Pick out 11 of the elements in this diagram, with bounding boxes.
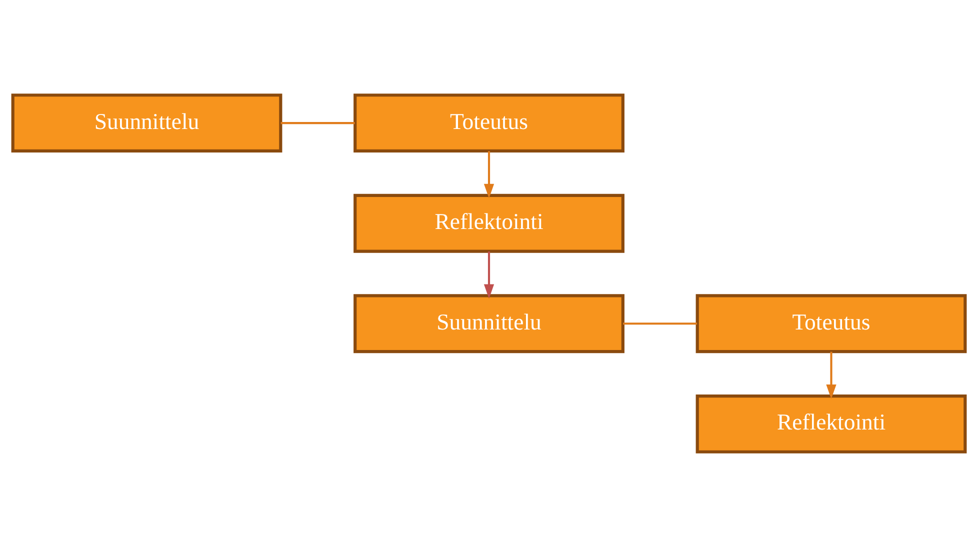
node-box: Suunnittelu: [354, 294, 624, 353]
arrow: [484, 250, 494, 298]
node-box: Reflektointi: [696, 394, 967, 453]
arrow: [826, 351, 836, 399]
connector: [280, 122, 355, 124]
node-box: Toteutus: [354, 93, 624, 152]
node-box: Reflektointi: [354, 193, 624, 252]
node-box: Suunnittelu: [11, 93, 282, 152]
arrow: [484, 150, 494, 198]
connector: [623, 322, 698, 324]
node-box: Toteutus: [696, 294, 967, 353]
